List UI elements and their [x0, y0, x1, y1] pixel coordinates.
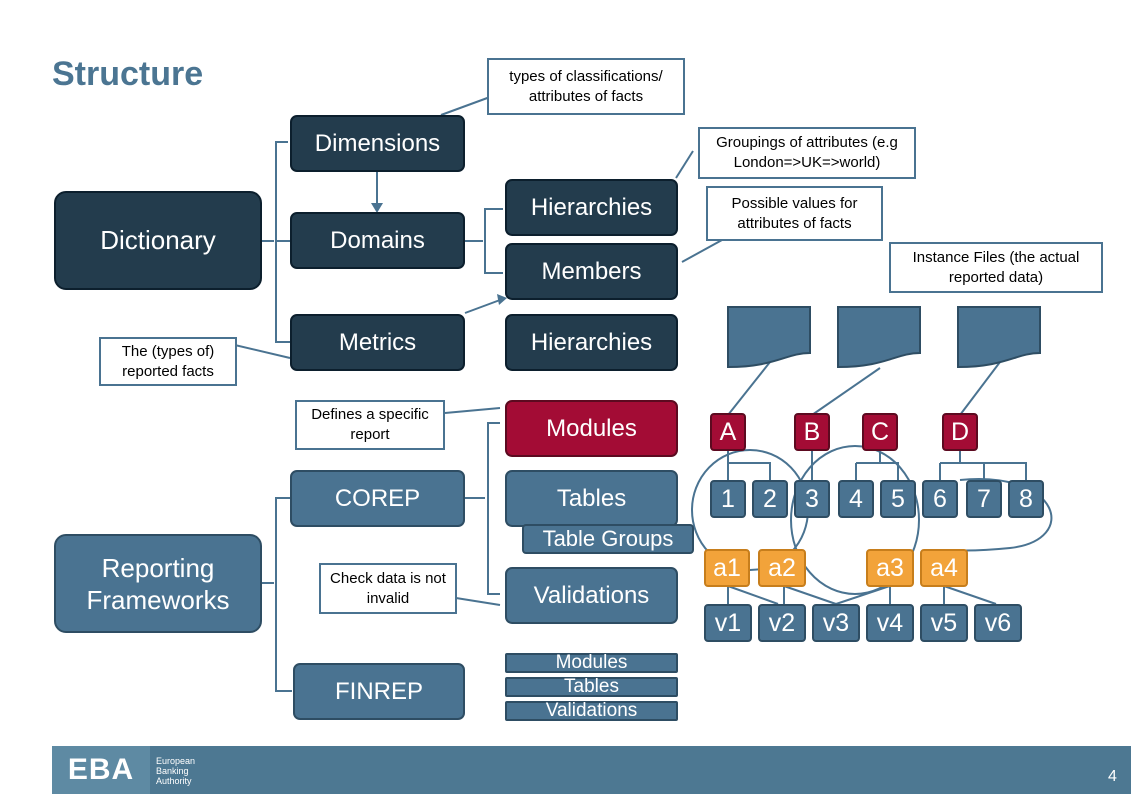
- tables-box: Tables: [505, 470, 678, 527]
- table-8: 8: [1008, 480, 1044, 518]
- table-5: 5: [880, 480, 916, 518]
- org-line-2: Banking: [156, 766, 189, 776]
- finrep-box: FINREP: [293, 663, 465, 720]
- callout-groupings: Groupings of attributes (e.g London=>UK=…: [698, 127, 916, 179]
- attribute-a2: a2: [758, 549, 806, 587]
- table-2: 2: [752, 480, 788, 518]
- value-v2: v2: [758, 604, 806, 642]
- callout-classifications: types of classifications/ attributes of …: [487, 58, 685, 115]
- module-c: C: [862, 413, 898, 451]
- value-v1: v1: [704, 604, 752, 642]
- dimensions-box: Dimensions: [290, 115, 465, 172]
- eba-logo: EBA: [52, 746, 150, 794]
- value-v6: v6: [974, 604, 1022, 642]
- attribute-a3: a3: [866, 549, 914, 587]
- validations-box: Validations: [505, 567, 678, 624]
- value-v3: v3: [812, 604, 860, 642]
- hierarchies-top-box: Hierarchies: [505, 179, 678, 236]
- footer-bar: [52, 746, 1131, 794]
- eba-logo-text: EBA: [67, 753, 135, 786]
- instance-file-icon: [957, 306, 1041, 369]
- members-box: Members: [505, 243, 678, 300]
- dictionary-box: Dictionary: [54, 191, 262, 290]
- modules-box: Modules: [505, 400, 678, 457]
- module-a: A: [710, 413, 746, 451]
- callout-types-of-facts: The (types of) reported facts: [99, 337, 237, 386]
- table-1: 1: [710, 480, 746, 518]
- table-6: 6: [922, 480, 958, 518]
- finrep-modules-box: Modules: [505, 652, 678, 673]
- attribute-a4: a4: [920, 549, 968, 587]
- module-b: B: [794, 413, 830, 451]
- org-line-3: Authority: [156, 776, 192, 786]
- org-line-1: European: [156, 756, 196, 766]
- finrep-validations-box: Validations: [505, 700, 678, 721]
- attribute-a1: a1: [704, 549, 750, 587]
- callout-possible-values: Possible values for attributes of facts: [706, 186, 883, 241]
- table-3: 3: [794, 480, 830, 518]
- table-groups-box: Table Groups: [522, 524, 694, 554]
- callout-defines-report: Defines a specific report: [295, 400, 445, 450]
- metrics-box: Metrics: [290, 314, 465, 371]
- finrep-tables-box: Tables: [505, 676, 678, 697]
- table-4: 4: [838, 480, 874, 518]
- page-number: 4: [1108, 768, 1117, 785]
- module-d: D: [942, 413, 978, 451]
- table-7: 7: [966, 480, 1002, 518]
- hierarchies-bottom-box: Hierarchies: [505, 314, 678, 371]
- callout-instance-files: Instance Files (the actual reported data…: [889, 242, 1103, 293]
- value-v4: v4: [866, 604, 914, 642]
- callout-check-data: Check data is not invalid: [319, 563, 457, 614]
- corep-box: COREP: [290, 470, 465, 527]
- domains-box: Domains: [290, 212, 465, 269]
- value-v5: v5: [920, 604, 968, 642]
- page-title: Structure: [52, 55, 204, 93]
- eba-org-name: European Banking Authority: [156, 756, 195, 786]
- instance-file-icon: [837, 306, 921, 369]
- instance-file-icon: [727, 306, 811, 369]
- reporting-frameworks-box: Reporting Frameworks: [54, 534, 262, 633]
